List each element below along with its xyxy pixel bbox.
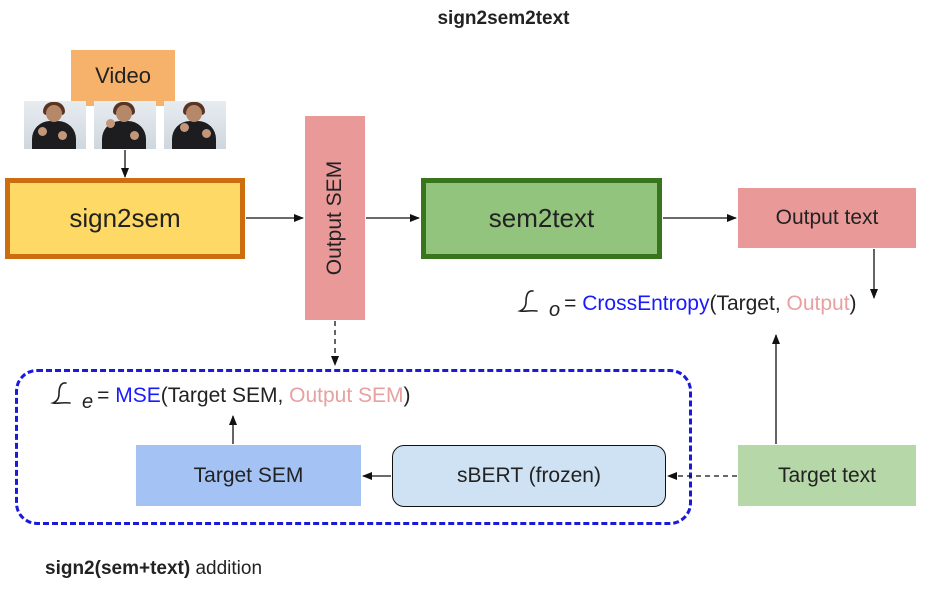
target-text-node: Target text (738, 445, 916, 506)
signer-frame-image (94, 101, 156, 149)
formula-open-paren: ( (160, 384, 168, 407)
output-text-node: Output text (738, 188, 916, 248)
formula-arg-output: Output (786, 292, 850, 315)
script-l-symbol (517, 290, 538, 313)
footer-bold-text: sign2(sem+text) (45, 558, 191, 579)
sem-text-addition-region (15, 369, 692, 525)
formula-equals: = (97, 384, 110, 407)
target-sem-node: Target SEM (136, 445, 361, 506)
cross-entropy-function: CrossEntropy (582, 292, 710, 315)
formula-arg-target: Target, (716, 292, 781, 315)
sign2sem-node: sign2sem (5, 178, 245, 259)
formula-equals: = (564, 292, 577, 315)
formula-arg-target-sem: Target SEM, (167, 384, 284, 407)
sem2text-node: sem2text (421, 178, 662, 259)
mse-function: MSE (115, 384, 161, 407)
output-sem-node: Output SEM (305, 116, 365, 320)
loss-subscript-o: o (549, 299, 561, 321)
footer-caption: sign2(sem+text) addition (45, 558, 262, 580)
signer-frame-image (164, 101, 226, 149)
formula-close-paren: ) (849, 292, 857, 315)
sbert-node: sBERT (frozen) (392, 445, 666, 507)
loss-subscript-e: e (82, 391, 94, 413)
script-l-symbol (50, 382, 71, 405)
video-node: Video (71, 50, 175, 106)
footer-rest-text: addition (195, 558, 263, 579)
mse-loss-formula: e= MSE(Target SEM, Output SEM) (50, 380, 411, 413)
cross-entropy-loss-formula: o= CrossEntropy(Target, Output) (517, 288, 857, 321)
video-frames (24, 101, 228, 149)
diagram-title: sign2sem2text (437, 8, 570, 29)
signer-frame-image (24, 101, 86, 149)
formula-arg-output-sem: Output SEM (289, 384, 404, 407)
formula-close-paren: ) (403, 384, 411, 407)
formula-open-paren: ( (709, 292, 717, 315)
